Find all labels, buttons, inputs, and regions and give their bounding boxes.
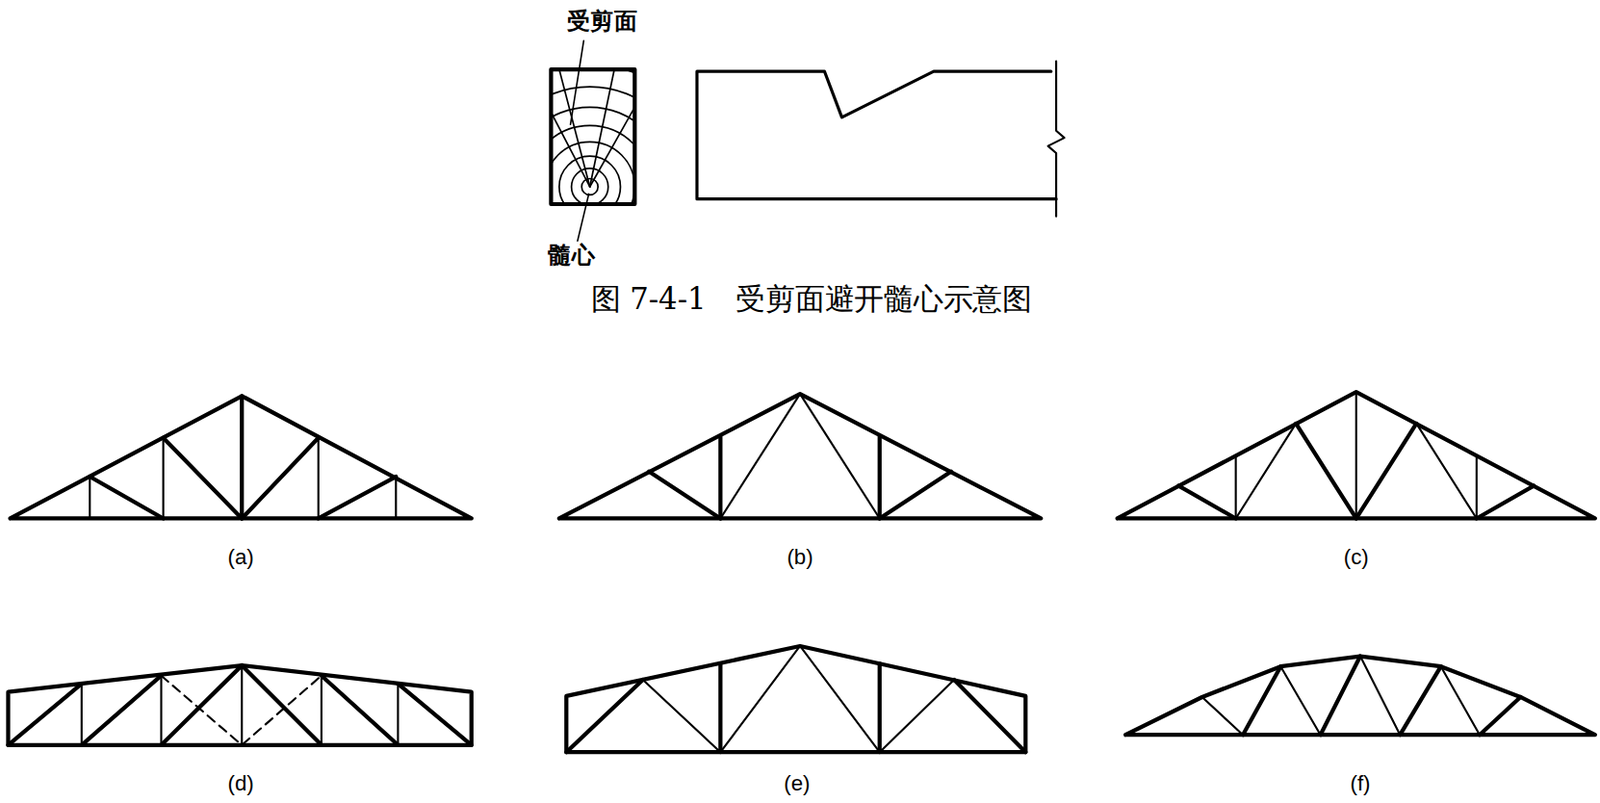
sub-figure-label: (d): [228, 771, 255, 795]
sub-figure-label: (b): [786, 544, 813, 568]
part-label: 髓心: [547, 242, 595, 269]
sub-figure-label: (a): [228, 544, 255, 568]
sub-figure-label: (e): [783, 771, 810, 795]
part-label: 受剪面: [567, 7, 638, 34]
figure-caption: 图 7-4-1 受剪面避开髓心示意图: [591, 283, 1033, 317]
sub-figure-label: (c): [1343, 544, 1369, 568]
sub-figure-label: (f): [1349, 771, 1370, 795]
